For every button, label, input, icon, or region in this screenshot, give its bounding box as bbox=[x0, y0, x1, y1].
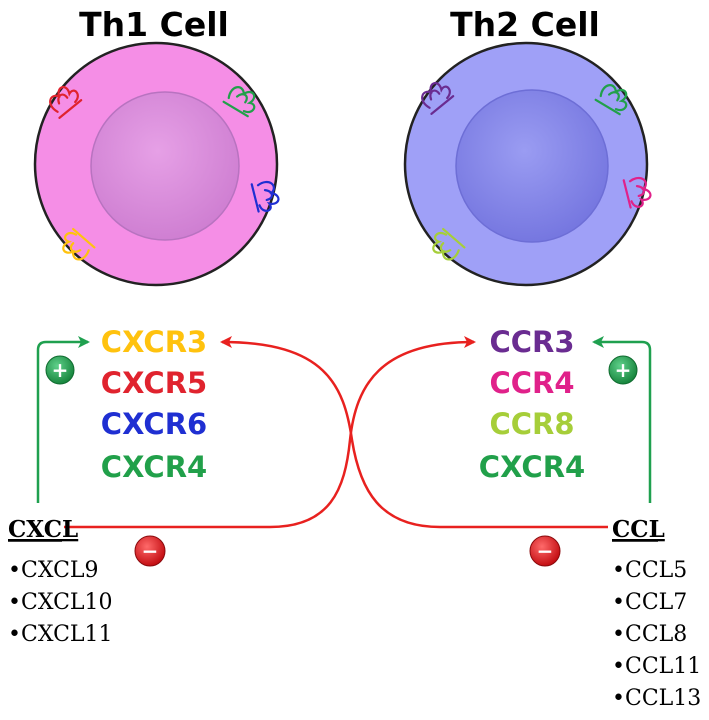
th2-cell bbox=[403, 41, 652, 287]
ccl-minus-badge: − bbox=[529, 535, 561, 567]
receptor-label: CCR8 bbox=[489, 407, 574, 441]
cxcl-activates-cxcr3-arrow bbox=[36, 336, 90, 503]
cxcl-inhibits-ccr3-arrow bbox=[64, 336, 476, 529]
ligand-item: •CCL5 bbox=[612, 558, 687, 583]
cxcl-ligand-list: CXCL •CXCL9 •CXCL10 •CXCL11 bbox=[8, 516, 113, 647]
receptor-label: CCR3 bbox=[489, 325, 574, 359]
th1-receptor-yellow-icon bbox=[62, 227, 96, 261]
receptor-label: CXCR3 bbox=[101, 325, 207, 359]
th2-receptor-magenta-icon bbox=[622, 176, 652, 209]
receptor-label: CXCR4 bbox=[101, 450, 207, 484]
ligand-item: •CXCL11 bbox=[8, 622, 113, 647]
th1-receptor-blue-icon bbox=[250, 180, 280, 213]
ccl-inhibits-cxcr3-arrow bbox=[220, 336, 608, 529]
th2-receptor-lime-icon bbox=[432, 227, 466, 261]
th1-cell bbox=[33, 41, 280, 287]
receptor-label: CXCR4 bbox=[479, 450, 585, 484]
ccl-activates-ccr3-arrow bbox=[592, 336, 652, 503]
cxcl-minus-badge: − bbox=[134, 535, 166, 567]
plus-sign: + bbox=[52, 358, 69, 382]
ligand-item: •CXCL10 bbox=[8, 590, 113, 615]
th2-nucleus bbox=[455, 89, 609, 243]
minus-sign: − bbox=[537, 539, 554, 563]
th2-cell-title: Th2 Cell bbox=[450, 5, 600, 44]
ccl-ligand-list: CCL •CCL5 •CCL7 •CCL8 •CCL11 •CCL13 bbox=[612, 516, 701, 711]
th1-receptor-green-icon bbox=[222, 86, 256, 118]
th1-receptor-red-icon bbox=[49, 86, 83, 119]
th2-receptor-list: CCR3 CCR4 CCR8 CXCR4 bbox=[479, 325, 585, 484]
th1-nucleus bbox=[90, 91, 240, 241]
ligand-item: •CCL8 bbox=[612, 622, 687, 647]
ligand-item: •CXCL9 bbox=[8, 558, 99, 583]
plus-sign: + bbox=[615, 358, 632, 382]
receptor-label: CXCR6 bbox=[101, 407, 207, 441]
minus-sign: − bbox=[142, 539, 159, 563]
receptor-label: CXCR5 bbox=[101, 366, 207, 400]
ligand-item: •CCL11 bbox=[612, 654, 701, 679]
th2-receptor-green-icon bbox=[594, 84, 628, 116]
ligand-item: •CCL13 bbox=[612, 686, 701, 711]
th1-receptor-list: CXCR3 CXCR5 CXCR6 CXCR4 bbox=[101, 325, 207, 484]
cxcl-plus-badge: + bbox=[45, 355, 75, 385]
receptor-label: CCR4 bbox=[489, 366, 574, 400]
cxcl-heading: CXCL bbox=[8, 516, 78, 543]
ccl-plus-badge: + bbox=[608, 355, 638, 385]
th1-cell-title: Th1 Cell bbox=[79, 5, 229, 44]
th2-receptor-purple-icon bbox=[421, 82, 455, 115]
ccl-heading: CCL bbox=[612, 516, 665, 543]
ligand-item: •CCL7 bbox=[612, 590, 687, 615]
